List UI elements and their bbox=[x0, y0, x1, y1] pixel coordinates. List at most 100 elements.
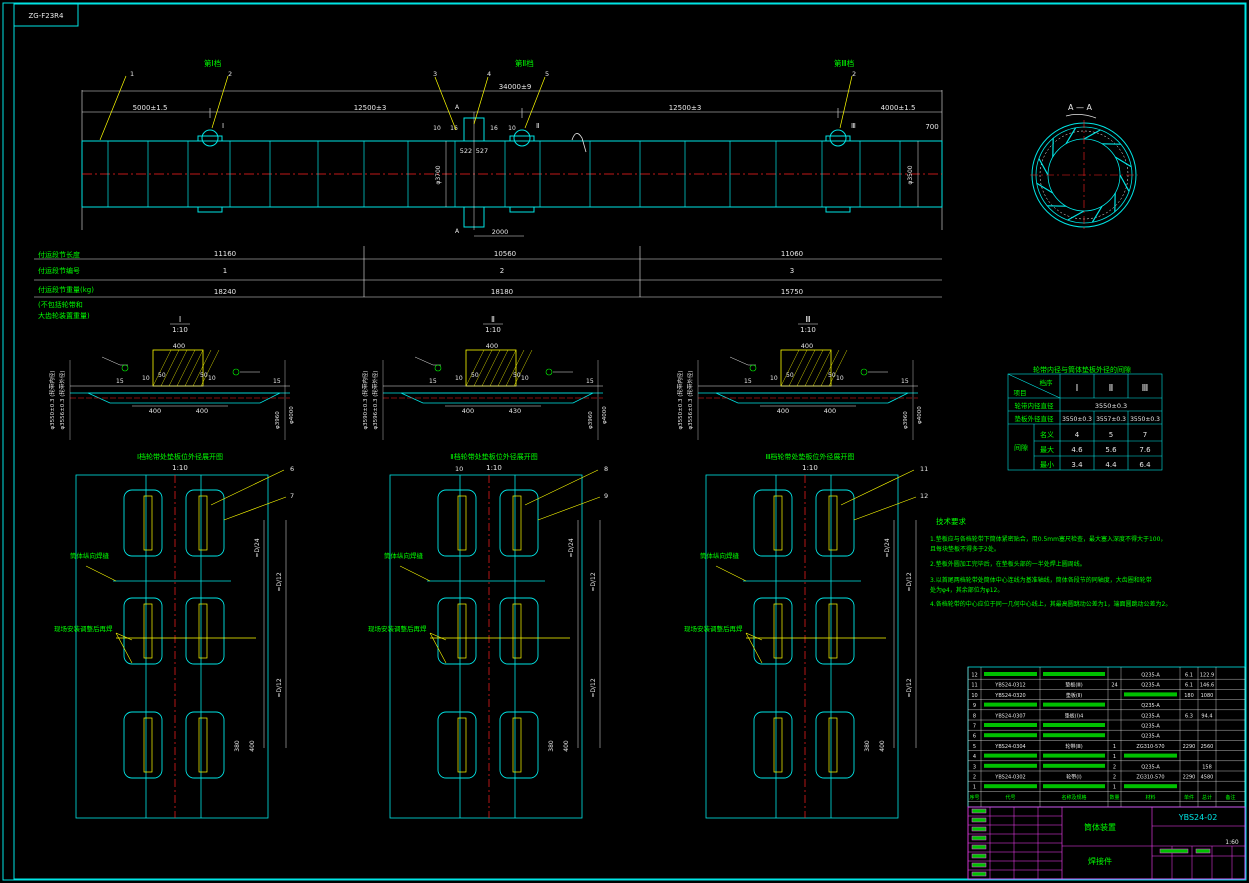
label-weld: 筒体纵向焊缝 bbox=[384, 551, 424, 560]
table-note-2: 大齿轮装置重量) bbox=[38, 311, 90, 320]
bom-blank bbox=[1124, 753, 1177, 758]
gap-value: 7.6 bbox=[1139, 446, 1151, 454]
layout-callout-c: 10 bbox=[455, 465, 463, 473]
detail-top-dim: 400 bbox=[486, 342, 498, 350]
gear-offset-a: 10 bbox=[433, 125, 441, 132]
vane bbox=[1083, 129, 1101, 140]
gap-a: 50 bbox=[471, 372, 479, 379]
rotation-arrow bbox=[571, 133, 587, 153]
bom-cell: 数量 bbox=[1109, 794, 1119, 801]
bom-cell: YBS24-0304 bbox=[994, 744, 1025, 750]
bom-cell: 3 bbox=[973, 764, 976, 770]
section-mark-top: A bbox=[455, 104, 460, 111]
bom-cell: 5 bbox=[973, 744, 976, 750]
dia-right1: φ3960 bbox=[275, 411, 281, 429]
bom-blank bbox=[984, 763, 1037, 768]
gap-value: 4.6 bbox=[1071, 446, 1083, 454]
dia-left: φ3550±0.3 (轮带内径) bbox=[48, 370, 56, 429]
bom-cell: 9 bbox=[973, 703, 976, 709]
gap-d: 10 bbox=[836, 375, 844, 382]
gap-b: 50 bbox=[513, 372, 521, 379]
bom-blank bbox=[1124, 692, 1177, 697]
bom-cell: 10 bbox=[971, 693, 977, 699]
tb-filler bbox=[971, 826, 987, 832]
bom-cell: YBS24-0312 bbox=[994, 683, 1025, 689]
thk-r: 15 bbox=[901, 378, 909, 385]
outer-dia: φ3500 bbox=[907, 165, 914, 184]
tech-item-2: 且每块垫板不得多于2处。 bbox=[930, 545, 1000, 553]
gear-gap-b: 527 bbox=[476, 147, 488, 155]
bom-cell: 6.1 bbox=[1185, 683, 1193, 689]
gap-a: 50 bbox=[158, 372, 166, 379]
bom-cell: 备注 bbox=[1225, 794, 1235, 801]
bom-cell: ZG310-570 bbox=[1136, 744, 1164, 750]
detail-top-dim: 400 bbox=[801, 342, 813, 350]
clearance-pad-2: 3557±0.3 bbox=[1096, 416, 1126, 423]
bottom-right-dim: 400 bbox=[824, 407, 836, 415]
clearance-col-2: Ⅱ bbox=[1109, 383, 1114, 394]
bom-cell: 1 bbox=[973, 785, 976, 791]
clearance-col-3: Ⅲ bbox=[1142, 383, 1149, 394]
row-label-weight: 付运段节重量(kg) bbox=[38, 285, 94, 294]
bottom-left-dim: 400 bbox=[462, 407, 474, 415]
bom-cell: 2 bbox=[973, 775, 976, 781]
dia-left2: φ3556±0.3 (轮带外径) bbox=[686, 370, 694, 429]
bom-cell: YBS24-0320 bbox=[994, 693, 1025, 699]
dim-380: 380 bbox=[864, 740, 871, 752]
bom-cell: 2290 bbox=[1183, 744, 1196, 750]
dia-left2: φ3596±0.3 (轮带外径) bbox=[371, 370, 379, 429]
bom-cell: 7 bbox=[973, 724, 976, 730]
dim-d24: ≈D/24 bbox=[568, 538, 575, 557]
dim-380: 380 bbox=[234, 740, 241, 752]
bom-cell: 1 bbox=[1113, 744, 1116, 750]
dim-d24: ≈D/24 bbox=[884, 538, 891, 557]
bom-cell: 轮带(Ⅲ) bbox=[1065, 743, 1082, 750]
ring-label-3: 第Ⅲ档 bbox=[834, 58, 854, 68]
bom-cell: Q235-A bbox=[1141, 703, 1160, 709]
section-title: A — A bbox=[1068, 103, 1093, 112]
title-name: 筒体装置 bbox=[1084, 822, 1116, 832]
bom-cell: 总计 bbox=[1202, 794, 1212, 801]
bom-cell: 6.1 bbox=[1185, 673, 1193, 679]
title-block: 筒体装置 焊接件 YBS24-02 1:60 bbox=[967, 806, 1246, 880]
dim-seg3: 12500±3 bbox=[669, 104, 702, 112]
gap-row-label: 最小 bbox=[1040, 460, 1054, 469]
vane bbox=[1119, 174, 1130, 192]
bom-cell: 轮带(Ⅰ) bbox=[1066, 774, 1081, 781]
tb-filler bbox=[971, 862, 987, 868]
code-box bbox=[13, 3, 79, 27]
len-2: 10560 bbox=[494, 250, 516, 258]
num-3: 3 bbox=[790, 267, 794, 275]
bom-cell: 垫板(Ⅱ) bbox=[1066, 692, 1082, 699]
gap-value: 6.4 bbox=[1139, 461, 1151, 469]
gap-value: 4 bbox=[1075, 431, 1080, 439]
tech-item-6: 4.各档轮带的中心应位于同一几何中心线上，其最高圆跳动公差为1，端面圆跳动公差为… bbox=[930, 600, 1171, 608]
gap-row-label: 名义 bbox=[1040, 430, 1054, 439]
title-subtitle: 焊接件 bbox=[1088, 856, 1112, 866]
clearance-col-1: Ⅰ bbox=[1076, 383, 1079, 394]
bom-cell: Q235-A bbox=[1141, 683, 1160, 689]
bom-cell: 代号 bbox=[1005, 794, 1015, 801]
clearance-pad-label: 垫板外径直径 bbox=[1015, 414, 1055, 423]
num-1: 1 bbox=[223, 267, 227, 275]
bom-blank bbox=[1043, 723, 1105, 727]
detail-scale: 1:10 bbox=[485, 326, 501, 334]
thk: 15 bbox=[116, 378, 124, 385]
tech-item-3: 2.垫板外圆加工完毕后，在垫板头部的一半处焊上圆周线。 bbox=[930, 560, 1086, 568]
dia-right1: φ3960 bbox=[588, 411, 594, 429]
detail-scale: 1:10 bbox=[172, 326, 188, 334]
tb-filler bbox=[1195, 848, 1211, 854]
tb-filler bbox=[1159, 848, 1189, 854]
row-label-length: 付运段节长度 bbox=[38, 250, 80, 259]
gear-width: 2000 bbox=[492, 228, 509, 236]
bom-blank bbox=[1043, 784, 1105, 789]
layout-callout-a: 6 bbox=[290, 465, 294, 473]
bom-blank bbox=[984, 723, 1037, 727]
title-scale: 1:60 bbox=[1225, 839, 1239, 846]
section-mark-bottom: A bbox=[455, 228, 460, 235]
gap-c: 10 bbox=[770, 375, 778, 382]
bom-blank bbox=[1043, 733, 1105, 738]
bottom-right-dim: 400 bbox=[196, 407, 208, 415]
